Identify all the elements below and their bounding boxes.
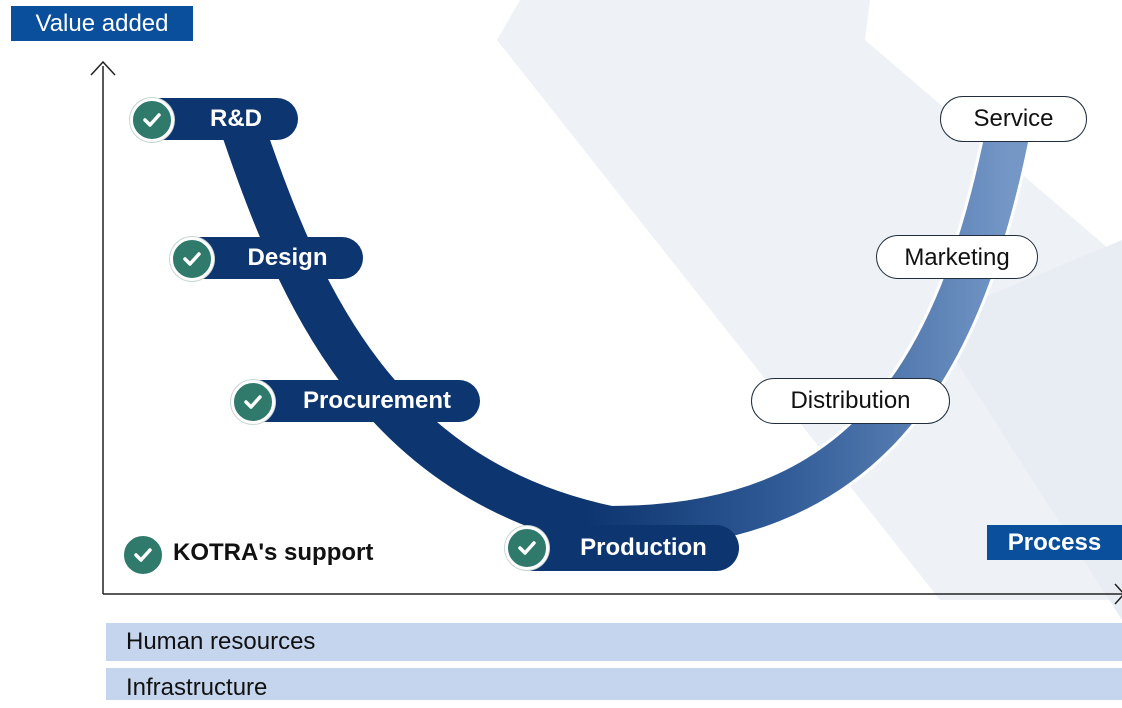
stage-label: Design (247, 244, 328, 271)
stage-production: Production (530, 525, 739, 571)
stage-label: Procurement (302, 387, 452, 414)
x-axis-label: Process (987, 525, 1122, 560)
background-shape (497, 0, 1122, 600)
support-band-infrastructure: Infrastructure (106, 668, 1122, 701)
stage-marketing: Marketing (876, 235, 1038, 279)
stage-design: Design (194, 237, 363, 279)
check-circle-icon (170, 237, 214, 281)
stage-procurement: Procurement (256, 380, 480, 422)
legend-check-circle-icon (121, 533, 165, 577)
legend-label: KOTRA's support (173, 539, 374, 566)
stage-label: Distribution (790, 387, 911, 414)
y-axis-arrow-icon (90, 60, 116, 76)
check-circle-icon (505, 526, 549, 570)
y-axis-label: Value added (11, 6, 193, 41)
check-circle-icon (231, 380, 275, 424)
stage-service: Service (940, 96, 1087, 142)
support-band-human-resources: Human resources (106, 623, 1122, 661)
stage-label: Service (973, 105, 1054, 132)
x-axis-arrow-icon (1114, 583, 1122, 605)
band-label: Human resources (126, 628, 316, 655)
stage-label: Production (580, 534, 707, 561)
check-circle-icon (130, 98, 174, 142)
stage-rnd: R&D (156, 98, 298, 140)
band-label: Infrastructure (126, 674, 268, 701)
stage-distribution: Distribution (751, 378, 950, 424)
stage-label: R&D (210, 105, 262, 132)
stage-label: Marketing (904, 244, 1010, 271)
